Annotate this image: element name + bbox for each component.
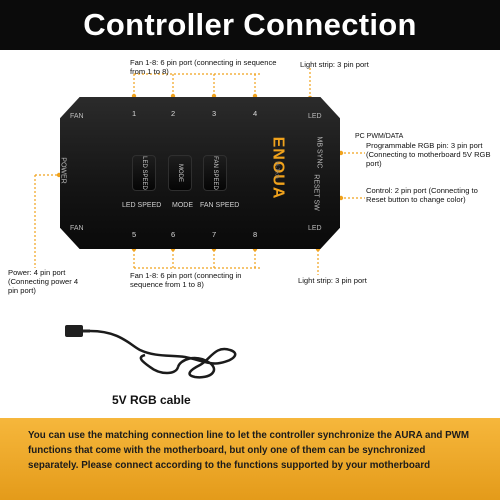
fan-speed-button[interactable]: FAN SPEED <box>203 155 227 191</box>
footer-text: You can use the matching connection line… <box>28 430 470 471</box>
mode-caption: MODE <box>172 202 193 209</box>
power-callout: Power: 4 pin port (Connecting power 4 pi… <box>8 268 79 295</box>
light-bottom-callout: Light strip: 3 pin port <box>298 276 367 285</box>
mb-sync-label: MB SYNC <box>315 136 323 169</box>
pwm-callout: PC PWM/DATA <box>355 133 404 140</box>
brand-subtitle: Hi-Tech <box>273 161 280 179</box>
port-1: 1 <box>132 109 137 118</box>
power-port-label: POWER <box>59 157 67 184</box>
port-6: 6 <box>171 230 176 239</box>
fan-speed-caption: FAN SPEED <box>200 202 240 209</box>
light-top-callout: Light strip: 3 pin port <box>300 60 369 69</box>
mode-button[interactable]: MODE <box>168 155 192 191</box>
port-2: 2 <box>171 109 176 118</box>
led-speed-button[interactable]: LED SPEED <box>132 155 156 191</box>
led-speed-caption: LED SPEED <box>122 202 162 209</box>
page-title: Controller Connection <box>83 7 417 42</box>
led-right-top-label: LED <box>308 113 322 120</box>
rgb-pin-callout: Programmable RGB pin: 3 pin port (Connec… <box>366 141 491 168</box>
rgb-cable-illustration <box>65 325 237 379</box>
footer-banner: You can use the matching connection line… <box>0 418 500 500</box>
control-callout: Control: 2 pin port (Connecting to Reset… <box>366 186 478 204</box>
controller-device: FAN FAN LED LED POWER MB SYNC RESET SW 1… <box>60 97 340 249</box>
port-7: 7 <box>212 230 217 239</box>
port-3: 3 <box>212 109 217 118</box>
fan-left-bottom-label: FAN <box>70 225 84 232</box>
port-8: 8 <box>253 230 258 239</box>
fan-bottom-callout: Fan 1-8: 6 pin port (connecting in seque… <box>130 271 242 289</box>
port-4: 4 <box>253 109 258 118</box>
cable-label: 5V RGB cable <box>112 393 191 407</box>
fan-top-callout: Fan 1-8: 6 pin port (connecting in seque… <box>130 58 277 76</box>
port-5: 5 <box>132 230 137 239</box>
fan-left-top-label: FAN <box>70 113 84 120</box>
reset-sw-label: RESET SW <box>312 174 320 211</box>
led-right-bottom-label: LED <box>308 225 322 232</box>
header-bar <box>0 0 500 50</box>
